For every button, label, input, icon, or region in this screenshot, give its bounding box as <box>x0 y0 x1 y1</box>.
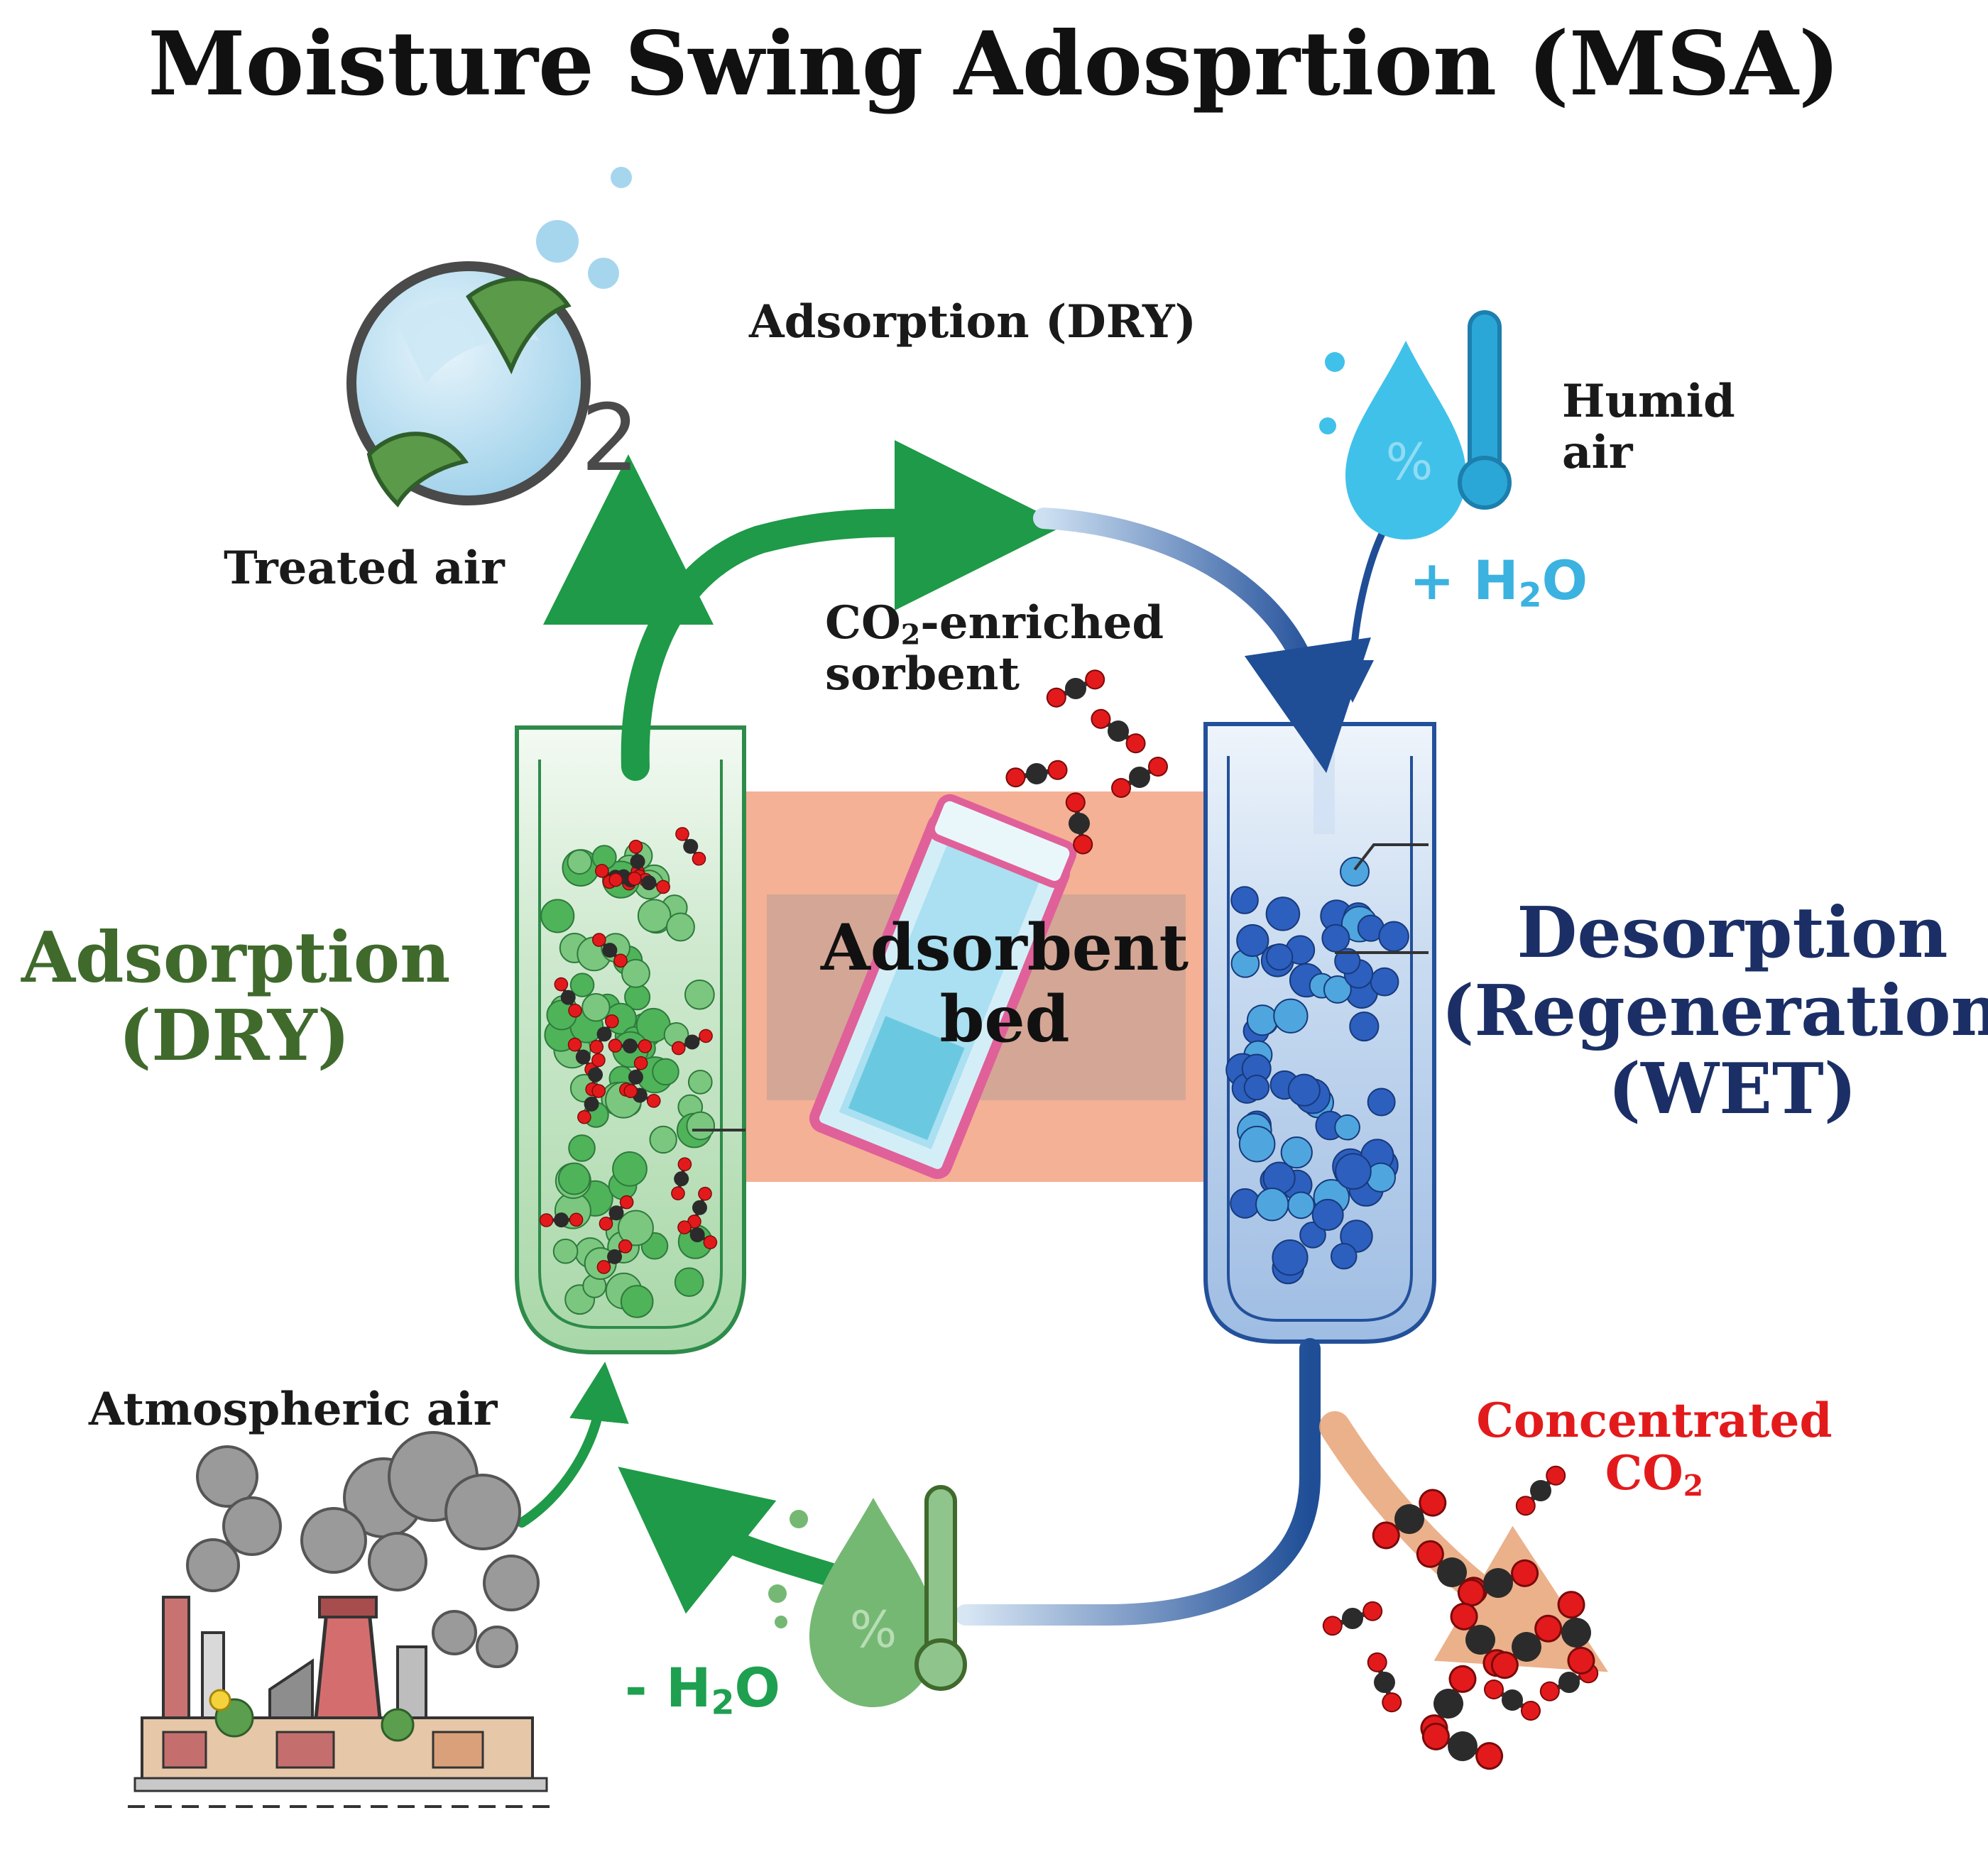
sorbent-bead <box>620 1285 654 1318</box>
sorbent-bead-wet <box>1265 943 1294 971</box>
sorbent-bead <box>557 1162 591 1195</box>
sorbent-bead <box>552 1238 579 1264</box>
blue-flow-arrows <box>955 508 1392 1626</box>
sorbent-bead-wet <box>1255 1187 1289 1222</box>
humid-air-drop-thermometer-icon: % <box>1319 310 1512 539</box>
plus-h2o-label: + H2O <box>1409 549 1588 612</box>
sorbent-bead <box>674 1267 704 1298</box>
sorbent-bead-wet <box>1280 1136 1313 1169</box>
concentrated-co2-molecules <box>1320 1462 1601 1775</box>
green-flow-arrows <box>517 439 1065 1614</box>
sorbent-bead-wet <box>1287 1073 1321 1107</box>
factory-smoke-icon <box>128 1431 554 1808</box>
adsorption-dry-line1: Adsorption <box>21 917 451 999</box>
minus-h2o-sign: - H <box>625 1656 711 1719</box>
co2-enriched-sub: 2 <box>900 618 921 652</box>
top-adsorption-label: Adsorption (DRY) <box>749 295 1196 349</box>
sorbent-bead-wet <box>1311 1198 1344 1231</box>
humid-air-line2: air <box>1562 425 1633 479</box>
desorption-line2: (Regeneration) <box>1441 970 1988 1052</box>
adsorbent-particles-wet <box>1225 857 1409 1285</box>
concentrated-co2-line1: Concentrated <box>1476 1393 1833 1448</box>
sorbent-bead-wet <box>1236 924 1269 958</box>
minus-h2o-sub: 2 <box>711 1683 735 1723</box>
sorbent-bead-wet <box>1299 1221 1326 1249</box>
svg-text:%: % <box>1386 433 1433 491</box>
sorbent-bead <box>637 899 672 933</box>
sorbent-bead-wet <box>1273 998 1309 1034</box>
sorbent-bead <box>666 912 695 942</box>
adsorbed-co2-molecule <box>608 1038 652 1053</box>
concentrated-co2-label: Concentrated CO2 <box>1463 1393 1846 1503</box>
humid-air-label: Humid air <box>1562 376 1735 478</box>
atmospheric-air-label: Atmospheric air <box>89 1383 498 1436</box>
adsorbed-co2-molecule <box>540 1212 583 1228</box>
adsorbent-bed-line2: bed <box>939 981 1070 1057</box>
sorbent-bead <box>568 1134 596 1162</box>
sorbent-bead <box>684 979 715 1010</box>
adsorbent-cartridge-icon <box>809 794 1077 1179</box>
adsorbent-bed-line1: Adsorbent <box>820 910 1189 985</box>
sorbent-bead-wet <box>1246 1004 1278 1036</box>
o2-subscript: 2 <box>581 384 640 492</box>
minus-h2o-label: - H2O <box>625 1656 780 1719</box>
sorbent-bead <box>686 1111 716 1141</box>
sorbent-bead-wet <box>1340 857 1370 887</box>
adsorption-dry-label: Adsorption (DRY) <box>21 917 451 1077</box>
sorbent-bead <box>618 1210 654 1246</box>
adsorbent-bed-label: Adsorbent bed <box>760 912 1250 1056</box>
sorbent-bead <box>649 1125 677 1154</box>
minus-h2o-tail: O <box>734 1656 780 1719</box>
sorbent-bead-wet <box>1335 1153 1372 1190</box>
co2-enriched-suffix: -enriched <box>920 596 1164 650</box>
sorbent-bead-wet <box>1323 975 1352 1004</box>
sorbent-bead-wet <box>1230 1188 1261 1219</box>
co2-enriched-sorbent-label: CO2-enriched sorbent <box>825 598 1164 699</box>
sorbent-bead <box>581 993 611 1022</box>
concentrated-co2-sub: 2 <box>1683 1468 1704 1503</box>
pointer-lines <box>692 843 1429 1131</box>
sorbent-bead <box>569 972 595 997</box>
sorbent-bead-wet <box>1367 1087 1396 1117</box>
adsorption-dry-line2: (DRY) <box>118 994 351 1077</box>
sorbent-bead-wet <box>1272 1239 1309 1276</box>
co2-enriched-line2: sorbent <box>825 647 1020 701</box>
sorbent-bead-wet <box>1287 1191 1315 1220</box>
svg-text:%: % <box>850 1601 897 1659</box>
desorption-label: Desorption (Regeneration) (WET) <box>1441 894 1988 1128</box>
sorbent-bead-wet <box>1230 886 1259 914</box>
plus-h2o-sign: + H <box>1409 549 1519 612</box>
sorbent-bead <box>687 1070 713 1095</box>
treated-air-label: Treated air <box>224 542 505 595</box>
sorbent-bead-wet <box>1349 1011 1380 1042</box>
concentrated-co2-prefix: CO <box>1605 1445 1683 1501</box>
sorbent-bead-wet <box>1265 897 1301 931</box>
dry-air-drop-thermometer-icon: % <box>768 1485 967 1707</box>
sorbent-bead-wet <box>1378 921 1409 952</box>
sorbent-bead <box>612 1151 648 1187</box>
humid-air-line1: Humid <box>1562 375 1735 428</box>
page-title: Moisture Swing Adosprtion (MSA) <box>148 13 1840 116</box>
co2-enriched-prefix: CO <box>825 596 901 650</box>
sorbent-bead <box>540 899 575 933</box>
sorbent-bead-wet <box>1334 1114 1360 1141</box>
sorbent-bead <box>567 849 593 875</box>
adsorbent-particles-dry <box>540 824 719 1318</box>
desorption-line1: Desorption <box>1517 892 1948 974</box>
plus-h2o-sub: 2 <box>1518 576 1542 615</box>
sorbent-bead-wet <box>1330 1242 1358 1270</box>
desorption-line3: (WET) <box>1607 1048 1857 1130</box>
plus-h2o-tail: O <box>1541 549 1588 612</box>
sorbent-bead <box>652 1058 679 1086</box>
sorbent-bead <box>621 958 650 988</box>
sorbent-bead-wet <box>1238 1125 1276 1163</box>
sorbent-bead-wet <box>1243 1074 1270 1101</box>
sorbent-bead-wet <box>1334 948 1361 975</box>
concentrated-flow-arrow <box>1319 1411 1608 1672</box>
sorbent-bead-wet <box>1321 924 1350 953</box>
earth-o2-icon <box>346 167 632 508</box>
sorbent-bead-wet <box>1370 967 1399 997</box>
